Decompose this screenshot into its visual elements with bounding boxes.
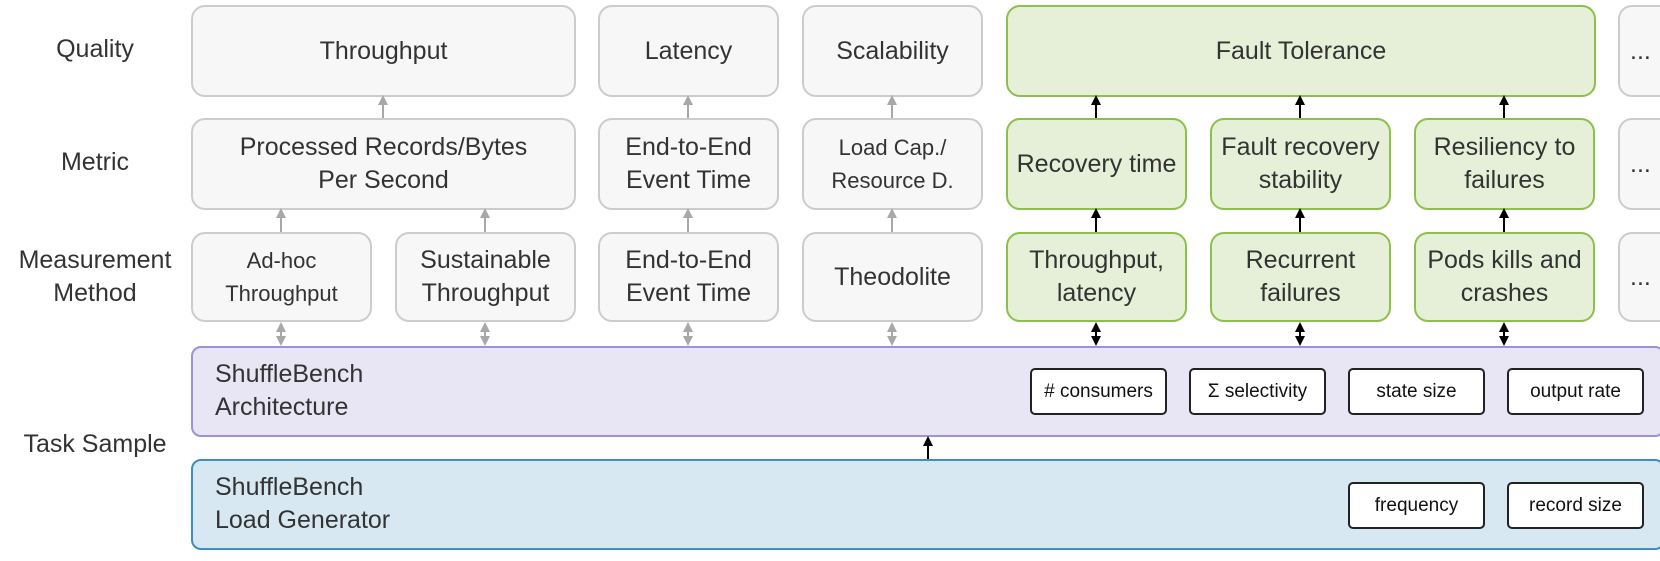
metric-load-capacity: Load Cap./ Resource D. bbox=[802, 118, 983, 210]
param-output-rate: output rate bbox=[1507, 368, 1644, 415]
quality-scalability-label: Scalability bbox=[836, 36, 949, 65]
param-frequency: frequency bbox=[1348, 482, 1485, 529]
row-label-task-sample: Task Sample bbox=[23, 430, 167, 458]
method-theodolite: Theodolite bbox=[802, 232, 983, 322]
row-label-quality: Quality bbox=[56, 35, 134, 63]
method-event-time: End-to-End Event Time bbox=[598, 232, 779, 322]
method-sustainable-throughput: Sustainable Throughput bbox=[395, 232, 576, 322]
metric-event-time-label: End-to-End Event Time bbox=[625, 133, 752, 194]
method-theodolite-label: Theodolite bbox=[834, 262, 951, 291]
metric-more-label: ... bbox=[1630, 149, 1651, 178]
method-throughput-latency-label: Throughput, latency bbox=[1029, 246, 1164, 307]
metric-processed-records-label: Processed Records/Bytes Per Second bbox=[239, 133, 528, 194]
param-state-size: state size bbox=[1348, 368, 1485, 415]
method-pod-kills: Pods kills and crashes bbox=[1414, 232, 1595, 322]
metric-more: ... bbox=[1618, 118, 1660, 210]
method-adhoc-throughput: Ad-hoc Throughput bbox=[191, 232, 372, 322]
method-throughput-latency: Throughput, latency bbox=[1006, 232, 1187, 322]
architecture-title: ShuffleBench Architecture bbox=[215, 360, 364, 421]
param-record-size: record size bbox=[1507, 482, 1644, 529]
method-more-label: ... bbox=[1630, 262, 1651, 291]
quality-fault-tolerance-label: Fault Tolerance bbox=[1215, 36, 1387, 65]
method-recurrent-failures: Recurrent failures bbox=[1210, 232, 1391, 322]
method-pod-kills-label: Pods kills and crashes bbox=[1427, 246, 1582, 307]
load-generator-band: ShuffleBench Load Generator frequency re… bbox=[191, 459, 1660, 550]
quality-more-label: ... bbox=[1630, 36, 1651, 65]
metric-recovery-time-label: Recovery time bbox=[1016, 149, 1177, 178]
quality-more: ... bbox=[1618, 5, 1660, 97]
metric-fault-recovery-stability-label: Fault recovery stability bbox=[1221, 133, 1380, 194]
metric-load-capacity-label: Load Cap./ Resource D. bbox=[831, 135, 954, 193]
method-recurrent-failures-label: Recurrent failures bbox=[1245, 246, 1356, 307]
method-more: ... bbox=[1618, 232, 1660, 322]
metric-recovery-time: Recovery time bbox=[1006, 118, 1187, 210]
metric-resiliency-label: Resiliency to failures bbox=[1433, 133, 1576, 194]
metric-event-time: End-to-End Event Time bbox=[598, 118, 779, 210]
method-adhoc-throughput-label: Ad-hoc Throughput bbox=[225, 248, 338, 306]
param-consumers: # consumers bbox=[1030, 368, 1167, 415]
metric-processed-records: Processed Records/Bytes Per Second bbox=[191, 118, 576, 210]
row-label-measurement-method: Measurement Method bbox=[18, 246, 172, 307]
quality-latency-label: Latency bbox=[644, 36, 733, 65]
row-label-metric: Metric bbox=[60, 148, 130, 176]
quality-throughput: Throughput bbox=[191, 5, 576, 97]
metric-resiliency: Resiliency to failures bbox=[1414, 118, 1595, 210]
load-generator-title: ShuffleBench Load Generator bbox=[215, 473, 391, 534]
architecture-band: ShuffleBench Architecture # consumers Σ … bbox=[191, 346, 1660, 437]
method-event-time-label: End-to-End Event Time bbox=[625, 246, 752, 307]
method-sustainable-throughput-label: Sustainable Throughput bbox=[420, 246, 551, 307]
param-selectivity: Σ selectivity bbox=[1189, 368, 1326, 415]
quality-throughput-label: Throughput bbox=[319, 36, 448, 65]
